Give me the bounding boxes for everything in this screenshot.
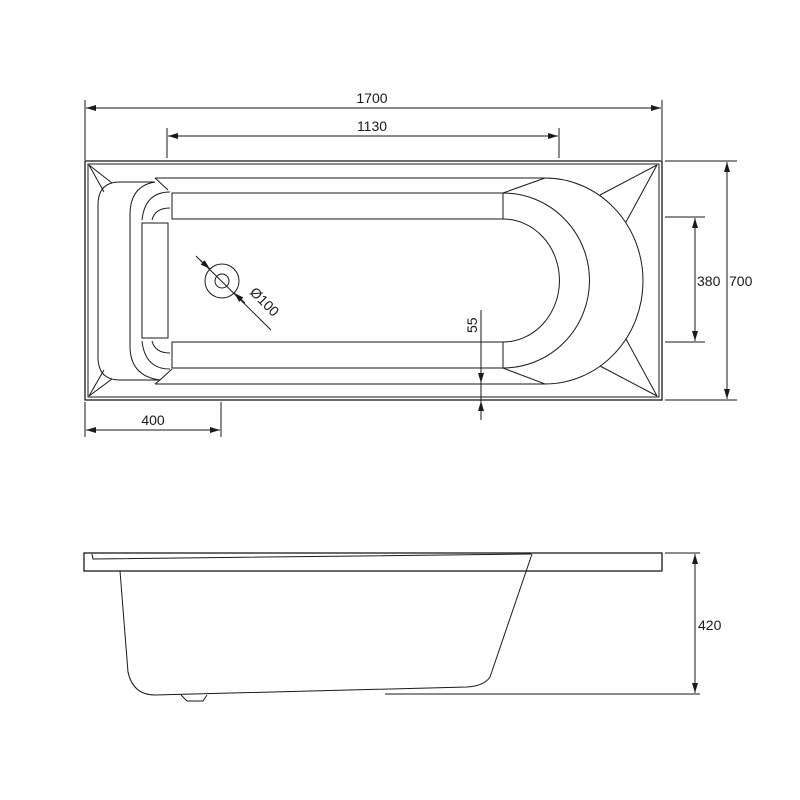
top-view: Ø100 (84, 160, 663, 401)
drain-inner-icon (214, 273, 230, 289)
drain-arrow-1 (199, 259, 211, 270)
extension-lines (84, 100, 663, 160)
rim-slope (91, 553, 532, 560)
side-view: 420 (83, 552, 722, 702)
headrest-inner (129, 177, 173, 385)
right-corner-lines (599, 164, 658, 397)
side-drain (180, 694, 208, 702)
headrest-pad (141, 222, 169, 339)
middle-arc (502, 192, 590, 369)
basin-outline (155, 177, 644, 385)
label-700: 700 (729, 273, 753, 289)
label-1130: 1130 (357, 118, 387, 134)
chamfer-lines (502, 177, 546, 385)
top-dimensions: 1700 1130 380 700 400 55 (84, 90, 753, 437)
label-400: 400 (141, 412, 165, 428)
headrest-corners (141, 191, 171, 370)
drain-arrow-2 (233, 292, 246, 304)
left-corner-lines (88, 164, 113, 397)
lower-armrest (171, 341, 504, 369)
label-380: 380 (697, 273, 721, 289)
extension-lines-side (385, 552, 700, 695)
extension-lines-right (665, 160, 737, 401)
label-420: 420 (698, 617, 722, 633)
inner-rim (87, 163, 660, 398)
inner-arc (502, 218, 560, 343)
side-body (119, 553, 533, 696)
side-rim (83, 552, 663, 572)
drain-outer-icon (204, 263, 240, 299)
label-55: 55 (464, 317, 480, 333)
label-1700: 1700 (356, 90, 387, 106)
drain-diameter-label: Ø100 (247, 284, 283, 320)
upper-armrest (171, 192, 504, 220)
outer-rim (84, 160, 663, 401)
extension-lines-bottom (84, 402, 222, 437)
headrest-outer (97, 181, 160, 381)
